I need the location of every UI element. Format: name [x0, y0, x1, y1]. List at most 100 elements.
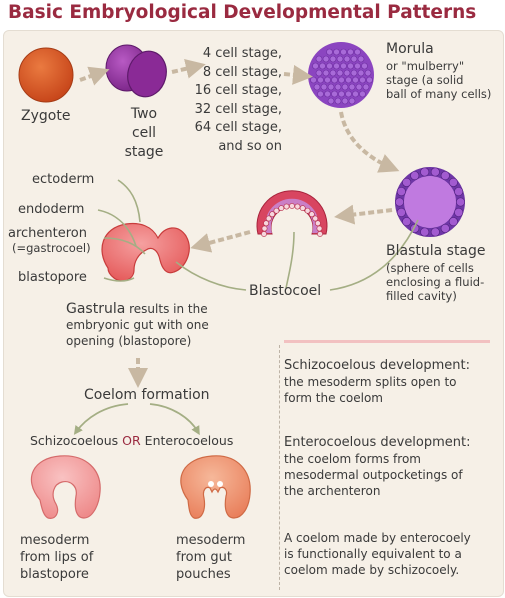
schizocoelous-note-title: Schizocoelous development:: [284, 358, 470, 373]
blastula-label: Blastula stage (sphere of cells enclosin…: [386, 242, 486, 303]
zygote-to-two-cell-arrow: [79, 66, 110, 86]
cell-dot: [263, 220, 270, 227]
archenteron-line-2: (=gastrocoel): [12, 241, 91, 255]
cell-dot: [343, 69, 351, 77]
archenteron-line-1: archenteron: [8, 226, 87, 241]
cell-dot: [331, 76, 338, 84]
equivalence-line-3: coelom made by schizocoely.: [284, 563, 460, 577]
blastula-to-invagination-arrow: [334, 204, 393, 225]
enterocoelous-label: Enterocoelous: [144, 433, 234, 448]
endoderm-pointer: [97, 209, 137, 247]
enterocoelous-note-title: Enterocoelous development:: [284, 435, 471, 450]
ectoderm-label: ectoderm: [32, 172, 95, 187]
two-cell-embryo: [105, 44, 167, 98]
gastrula-embryo: [101, 222, 190, 282]
cell-dot: [345, 90, 352, 98]
invaginating-blastula: [256, 190, 328, 235]
morula-cell-ball: [308, 42, 374, 108]
cell-dot: [338, 76, 345, 84]
cell-dot: [326, 62, 333, 70]
two-cell-stage-label: Two cell stage: [118, 105, 170, 162]
cell-dot: [410, 171, 420, 181]
cell-dot: [261, 225, 268, 232]
cell-dot: [348, 97, 356, 105]
cell-dot: [265, 215, 272, 222]
cell-dot: [334, 83, 342, 91]
cell-dot: [357, 55, 365, 63]
cell-dot: [314, 220, 321, 227]
cell-stages-list: 4 cell stage, 8 cell stage, 16 cell stag…: [186, 45, 282, 156]
cell-dot: [357, 69, 365, 77]
cell-stage-32: 32 cell stage,: [194, 101, 282, 117]
cell-dot: [454, 187, 464, 197]
mesoderm-gut-line-3: pouches: [176, 567, 231, 582]
cell-dot: [327, 83, 335, 91]
cell-dot: [345, 76, 352, 84]
blastula-title: Blastula stage: [386, 243, 486, 259]
two-cell-line-1: Two: [130, 106, 158, 122]
zygote-label: Zygote: [21, 108, 71, 124]
morula-line-4: ball of many cells): [386, 87, 492, 101]
cell-dot: [359, 90, 366, 98]
cell-dot: [313, 83, 321, 91]
cell-dot: [359, 76, 366, 84]
gastrula-line-1: results in the: [125, 302, 208, 316]
cell-stage-and-so-on: and so on: [218, 138, 282, 154]
cell-dot: [329, 55, 337, 63]
mesoderm-lips-line-3: blastopore: [20, 567, 89, 582]
gastrula-line-2: embryonic gut with one: [66, 318, 209, 332]
cell-dot: [317, 231, 323, 237]
invaginating-blastula-cells: [261, 203, 323, 237]
coelom-split-arrows: [73, 403, 200, 436]
blastula-line-3: enclosing a fluid-: [386, 275, 485, 289]
schizocoelous-note-line-1: the mesoderm splits open to: [284, 375, 457, 389]
cell-dot: [294, 203, 301, 210]
cell-dot: [396, 207, 406, 217]
two-cell-line-3: stage: [124, 144, 164, 160]
schizocoelous-note-line-2: form the coelom: [284, 391, 383, 405]
two-cell-to-stages-arrow: [171, 58, 206, 79]
blastula-line-2: (sphere of cells: [386, 261, 474, 275]
cell-dot: [261, 231, 267, 237]
cell-dot: [354, 62, 361, 70]
cell-dot: [343, 55, 351, 63]
mesoderm-gut-line-1: mesoderm: [176, 533, 246, 548]
blastula-line-4: filled cavity): [386, 289, 457, 303]
cell-dot: [362, 83, 370, 91]
cell-dot: [430, 227, 440, 237]
page-title: Basic Embryological Developmental Patter…: [8, 2, 477, 23]
mesoderm-gut-label: mesoderm from gut pouches: [176, 532, 245, 583]
cell-stage-16: 16 cell stage,: [194, 83, 282, 98]
cell-dot: [315, 55, 323, 63]
cell-stage-8: 8 cell stage,: [202, 64, 282, 80]
enterocoelous-note: Enterocoelous development: the coelom fo…: [284, 434, 494, 499]
cell-dot: [320, 83, 328, 91]
cell-dot: [350, 69, 358, 77]
cell-dot: [420, 167, 430, 177]
equivalence-note: A coelom made by enterocoely is function…: [284, 530, 494, 578]
cell-dot: [354, 48, 361, 56]
cell-dot: [341, 97, 349, 105]
enterocoelous-embryo: [180, 455, 251, 519]
cell-dot: [324, 76, 331, 84]
cell-dot: [319, 62, 326, 70]
archenteron-pointer: [103, 237, 146, 255]
cell-dot: [396, 187, 406, 197]
gastrula-line-3: opening (blastopore): [66, 334, 192, 348]
stages-to-morula-arrow: [283, 64, 313, 85]
cell-dot: [316, 225, 323, 232]
cell-dot: [322, 69, 330, 77]
cell-dot: [448, 217, 458, 227]
enterocoelous-note-line-3: the archenteron: [284, 484, 381, 498]
enterocoelous-note-line-2: mesodermal outpocketings of: [284, 468, 463, 482]
morula-line-2: or "mulberry": [386, 59, 465, 73]
morula-to-blastula-arrow: [339, 111, 400, 173]
cell-dot: [340, 48, 347, 56]
morula-title: Morula: [386, 41, 434, 57]
cell-dot: [310, 76, 317, 84]
cell-dot: [338, 90, 345, 98]
cell-dot: [448, 177, 458, 187]
cell-dot: [304, 207, 311, 214]
cell-dot: [269, 211, 276, 218]
ectoderm-pointer: [117, 179, 141, 223]
